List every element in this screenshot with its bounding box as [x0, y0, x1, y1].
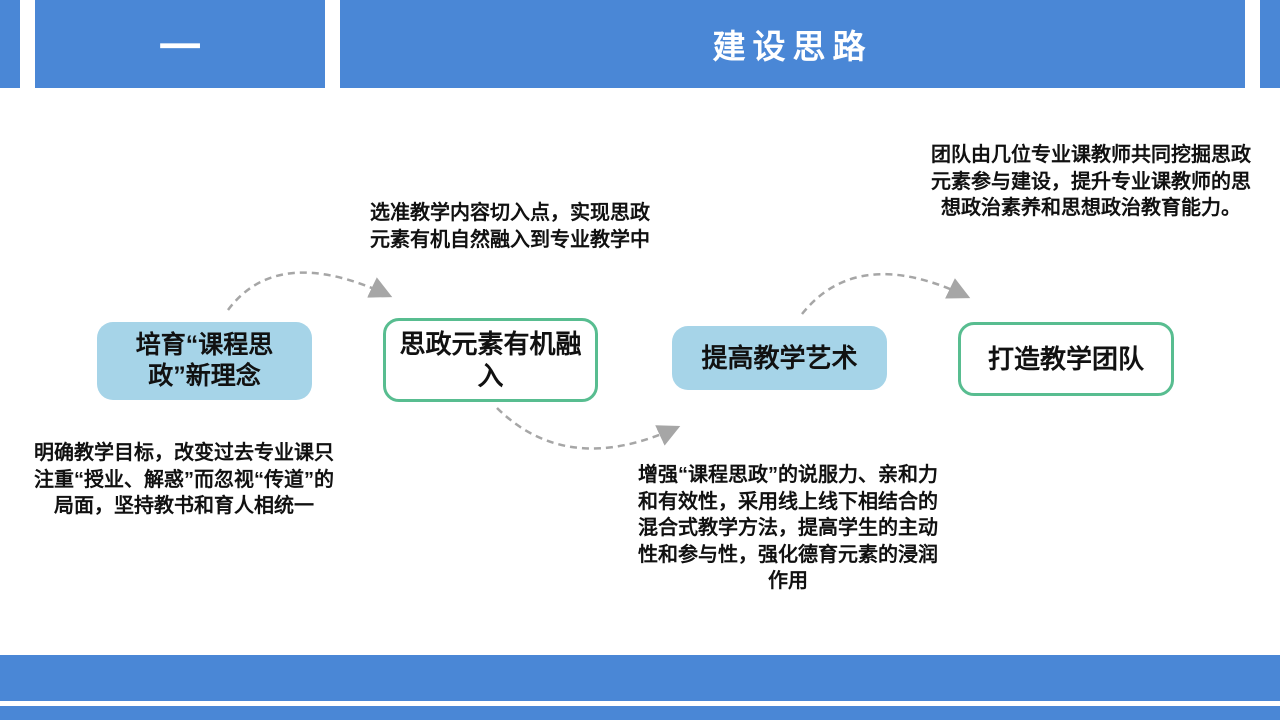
annotation-above-node-4: 团队由几位专业课教师共同挖掘思政元素参与建设，提升专业课教师的思想政治素养和思想…: [931, 144, 1251, 220]
flow-node-integrate-elements: 思政元素有机融入: [383, 318, 598, 402]
header-title-box: 建设思路: [340, 0, 1245, 88]
flow-arrow-3: [801, 273, 971, 315]
flow-node-teaching-art: 提高教学艺术: [672, 326, 887, 390]
annotation-below-node-3: 增强“课程思政”的说服力、亲和力和有效性，采用线上线下相结合的混合式教学方法，提…: [638, 464, 938, 593]
footer-band: [0, 655, 1280, 720]
frame-corner-right: [1260, 0, 1280, 88]
annotation-above-node-2: 选准教学内容切入点，实现思政元素有机自然融入到专业教学中: [370, 202, 650, 251]
page-title: 建设思路: [712, 28, 873, 65]
flow-node-label: 思政元素有机融入: [399, 328, 582, 392]
flow-node-teaching-team: 打造教学团队: [958, 322, 1174, 396]
annotation-below-node-1: 明确教学目标，改变过去专业课只注重“授业、解惑”而忽视“传道”的局面，坚持教书和…: [34, 442, 334, 518]
flow-node-cultivate-concept: 培育“课程思政”新理念: [97, 322, 312, 400]
flow-node-label: 提高教学艺术: [701, 342, 858, 373]
flow-arrow-2: [496, 407, 681, 450]
footer-divider-line: [0, 701, 1280, 706]
header-index-label: 一: [158, 23, 201, 71]
frame-corner-left: [0, 0, 20, 88]
header-index-box: 一: [35, 0, 325, 88]
flow-node-label: 打造教学团队: [987, 343, 1144, 374]
flow-node-label: 培育“课程思政”新理念: [135, 330, 274, 390]
flow-arrow-1: [226, 271, 393, 311]
